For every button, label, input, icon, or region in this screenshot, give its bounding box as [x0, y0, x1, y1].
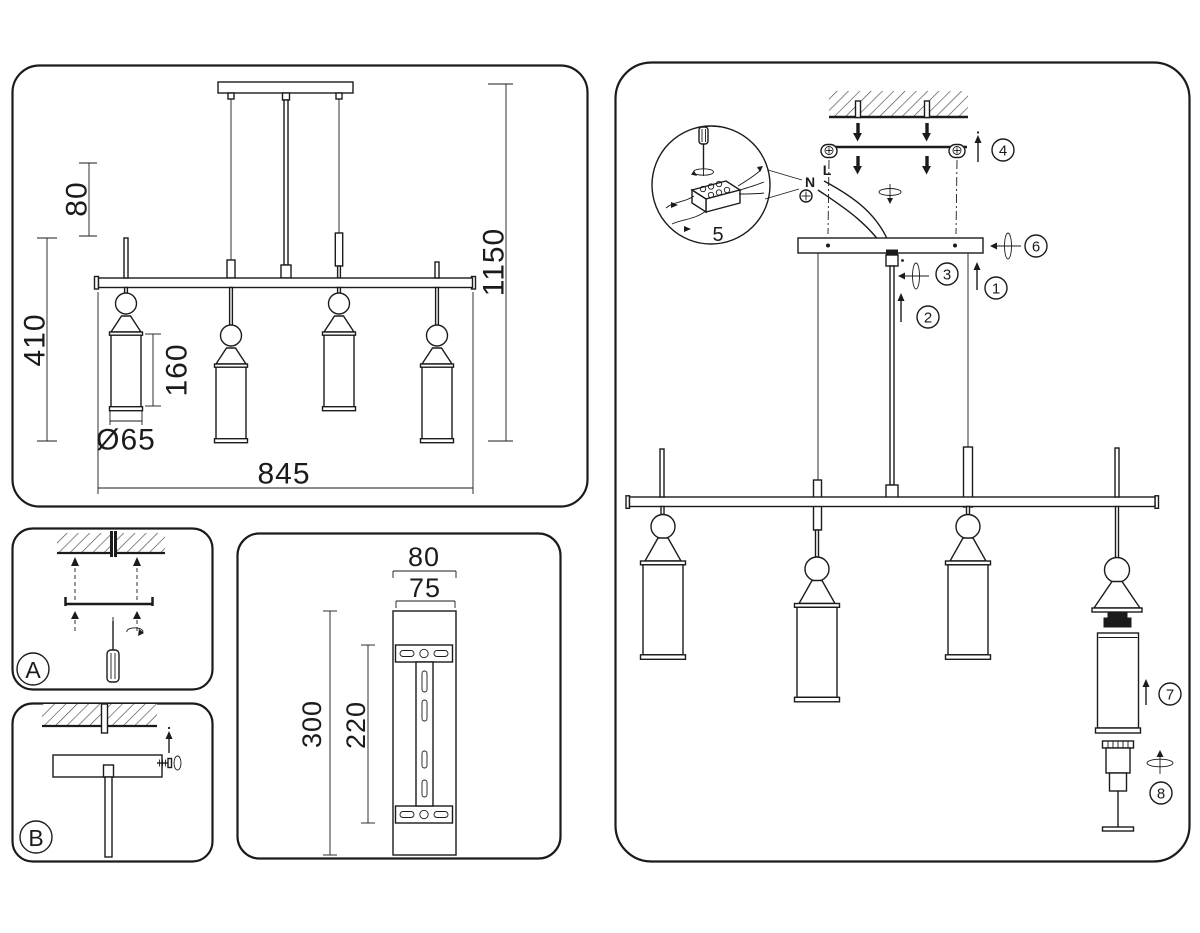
marker-4: 4 — [991, 138, 1015, 162]
led-bulb — [1101, 740, 1135, 832]
marker-6: 6 — [1024, 234, 1048, 258]
screw-rotate-icon — [1146, 750, 1174, 774]
dim-shade-diameter: Ø65 — [96, 411, 156, 457]
fixture-bar — [625, 495, 1160, 509]
step-b-border — [11, 702, 214, 863]
pendant-4 — [419, 324, 455, 444]
dimension-panel-border — [11, 64, 589, 508]
arrow-down-icons — [853, 123, 931, 175]
twist-icon — [878, 184, 902, 204]
detached-shade — [1094, 632, 1142, 734]
dim-bar-length: 845 — [97, 292, 474, 494]
dim-label-80b: 80 — [408, 542, 440, 572]
dim-bracket-outer-width: 80 — [392, 542, 457, 578]
marker-8-label: 8 — [1157, 786, 1165, 803]
alignment-line-right — [955, 159, 958, 235]
marker-6-label: 6 — [1032, 239, 1040, 256]
marker-7: 7 — [1158, 682, 1182, 706]
dim-label-1150: 1150 — [478, 228, 511, 297]
lamp-socket — [1107, 612, 1128, 618]
pendant-1 — [639, 513, 687, 660]
canopy — [797, 237, 984, 267]
fixture-bar-drawing — [93, 275, 477, 290]
step-b-panel: B — [11, 702, 214, 863]
bracket-panel: 80 75 300 220 — [236, 532, 562, 860]
dim-bracket-inner-height: 220 — [341, 644, 375, 824]
terminal-block-icon — [690, 180, 742, 214]
canopy-drawing — [217, 81, 354, 101]
pendant-stems — [659, 447, 1120, 559]
dim-total-drop: 1150 — [478, 83, 513, 442]
marker-1-label: 1 — [992, 281, 1000, 298]
pendant-2 — [213, 324, 249, 444]
step-a-label: A — [25, 657, 41, 683]
pendant-2 — [793, 556, 841, 703]
dim-label-300: 300 — [297, 700, 327, 748]
suspension-wires — [812, 253, 974, 531]
dimension-panel: 80 1150 410 160 Ø65 845 — [11, 64, 589, 508]
dim-label-75: 75 — [409, 573, 441, 603]
dim-bracket-outer-height: 300 — [297, 610, 337, 856]
arrow-up-icon — [973, 262, 981, 290]
dim-label-220: 220 — [341, 701, 371, 749]
rotate-icon — [990, 232, 1021, 260]
wiring-detail-bubble: 5 — [651, 125, 803, 246]
assembly-panel: 4 — [614, 61, 1191, 863]
step-a-border — [11, 527, 214, 691]
mounting-bracket — [820, 143, 967, 159]
dim-stem: 80 — [61, 162, 97, 237]
arrow-up-icon — [1142, 679, 1150, 705]
pendant-1 — [108, 292, 144, 412]
screwdriver-icon — [106, 617, 120, 683]
suspension-drawing — [226, 99, 344, 279]
rotate-icon — [126, 627, 144, 636]
ceiling-hatch — [42, 704, 157, 726]
threaded-rod — [100, 703, 109, 734]
dim-shade-height: 160 — [145, 333, 194, 407]
marker-3: 3 — [935, 262, 959, 286]
screwdriver-icon — [691, 126, 714, 176]
ground-screw-icon — [799, 189, 813, 203]
wire-ends — [665, 166, 765, 232]
bracket-panel-border — [236, 532, 562, 860]
marker-2: 2 — [916, 305, 940, 329]
screw-guide-lines — [71, 557, 141, 631]
marker-5-label: 5 — [712, 224, 723, 246]
arrow-up-icon — [974, 131, 982, 162]
pendant-3 — [321, 292, 357, 412]
marker-3-label: 3 — [943, 267, 951, 284]
step-b-marker: B — [19, 820, 53, 854]
ceiling-pin — [110, 531, 117, 557]
marker-4-label: 4 — [999, 143, 1007, 160]
step-a-panel: A — [11, 527, 214, 691]
dim-label-845: 845 — [257, 458, 310, 491]
marker-8: 8 — [1149, 781, 1173, 805]
assembly-panel-border — [614, 61, 1191, 863]
arrow-up-icon — [165, 726, 173, 753]
dim-label-410: 410 — [19, 313, 52, 366]
step-a-marker: A — [16, 652, 50, 686]
pendant-4-exploded — [1091, 556, 1143, 832]
dim-label-d65: Ø65 — [96, 424, 156, 457]
arrow-up-icon — [897, 293, 905, 322]
dim-bracket-inner-width: 75 — [395, 573, 456, 608]
step-b-label: B — [28, 825, 43, 851]
ceiling-hatch — [829, 91, 968, 119]
marker-7-label: 7 — [1166, 687, 1174, 704]
side-screw-icon — [157, 755, 182, 771]
mounting-bracket-top-view — [394, 644, 454, 824]
dim-body-drop: 410 — [19, 237, 57, 442]
wire-label-neutral: N — [805, 174, 815, 190]
pendant-3 — [944, 513, 992, 660]
marker-2-label: 2 — [924, 310, 932, 327]
mounting-bracket-side — [64, 597, 154, 606]
wire-label-live: L — [823, 162, 832, 178]
dim-label-80: 80 — [61, 181, 94, 216]
marker-1: 1 — [984, 276, 1008, 300]
canopy-side — [52, 754, 163, 858]
dim-label-160: 160 — [161, 343, 194, 396]
rotate-icon — [898, 262, 929, 290]
